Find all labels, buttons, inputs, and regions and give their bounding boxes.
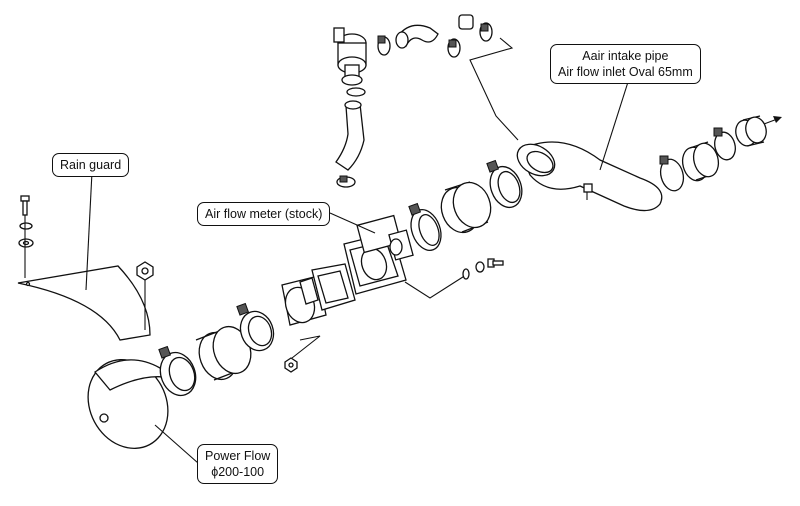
right-clamp-2 [713,127,736,161]
rain-guard-label: Rain guard [60,158,122,172]
rain-guard-callout: Rain guard [52,153,130,177]
top-clamp-3 [479,22,493,42]
flow-arrow [763,116,782,125]
lower-clamp-2 [236,302,275,352]
meter-hardware [462,258,504,280]
lower-coupler [195,325,252,381]
top-small-coupler [458,14,474,30]
rain-guard-plate [17,265,151,341]
rain-guard-nut [136,261,154,330]
adapter-flange [281,275,327,326]
flange-nut [284,357,298,373]
mid-coupler [440,181,492,234]
valve-clamp [377,35,391,56]
rain-guard-hardware [18,195,34,278]
mid-clamp-1 [408,202,442,251]
end-coupler [735,115,767,147]
right-coupler [681,141,720,182]
elbow-hose-lower [335,103,365,171]
air-flow-meter [343,214,414,295]
intake-pipe-callout: Aair intake pipe Air flow inlet Oval 65m… [550,44,701,84]
mid-clamp-2 [486,159,523,209]
power-flow-label: Power Flow [205,449,271,463]
intake-pipe-spec: Air flow inlet Oval 65mm [558,65,693,79]
lower-clamp-1 [158,345,197,397]
flange-gasket [311,263,356,311]
power-flow-callout: Power Flow ϕ200-100 [197,444,279,484]
intake-pipe [516,141,663,212]
valve-band [346,87,366,97]
power-flow-filter [87,358,179,450]
lower-hose-clamp [336,175,356,188]
intake-pipe-label: Aair intake pipe [582,49,669,63]
air-flow-meter-label: Air flow meter (stock) [205,207,323,221]
bypass-valve [333,27,367,86]
right-clamp-1 [659,155,685,192]
power-flow-size: ϕ200-100 [211,465,265,479]
top-clamp-2 [447,38,461,58]
air-flow-meter-callout: Air flow meter (stock) [197,202,331,226]
